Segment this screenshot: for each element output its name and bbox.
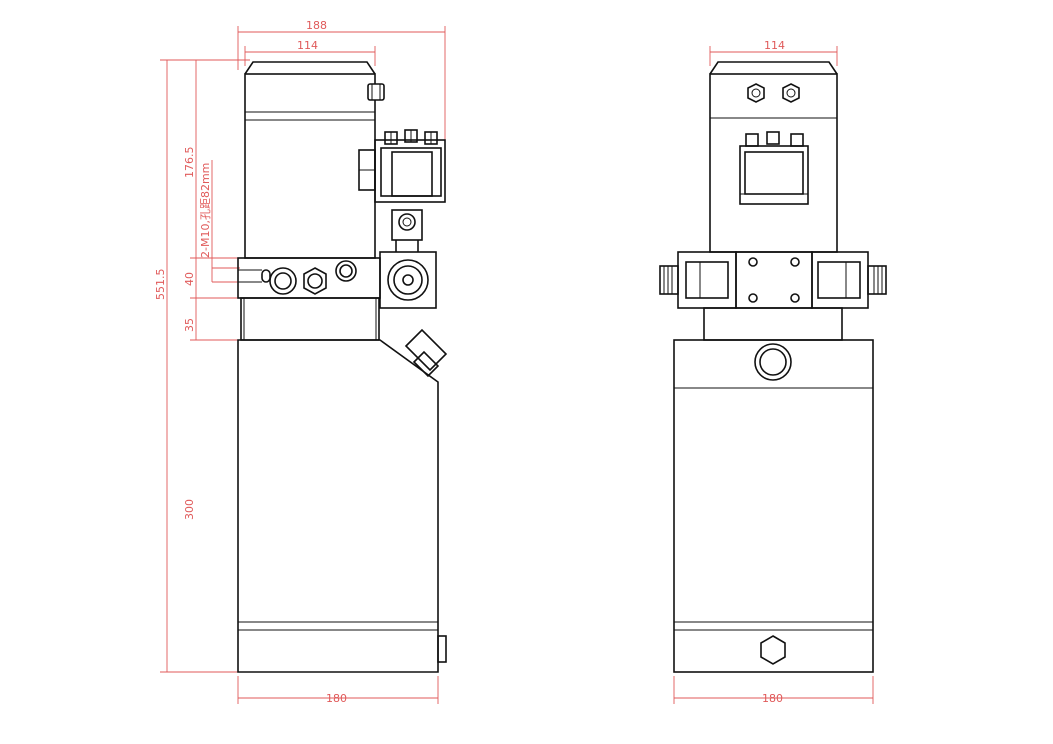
front-solenoid-relay bbox=[739, 131, 809, 205]
side-manifold-block bbox=[237, 251, 437, 309]
front-dim-tank-width: 180 bbox=[762, 692, 783, 705]
front-motor bbox=[709, 61, 838, 253]
front-view: 114 180 bbox=[659, 39, 887, 705]
side-fill-cap bbox=[404, 328, 448, 378]
side-tank bbox=[237, 339, 447, 673]
front-tank bbox=[673, 339, 874, 673]
side-motor bbox=[244, 61, 385, 259]
dim-block-height: 40 bbox=[183, 272, 196, 286]
dim-mounting-note: 2-M10,孔距82mm bbox=[199, 163, 212, 258]
dim-gap-height: 35 bbox=[183, 318, 196, 332]
front-dimension-lines bbox=[673, 46, 874, 704]
dim-overall-height: 551.5 bbox=[154, 269, 167, 301]
dim-tank-height: 300 bbox=[183, 499, 196, 520]
front-valve-block bbox=[659, 251, 887, 309]
front-pump-neck bbox=[703, 307, 843, 341]
side-view: 188 114 551.5 176.5 2-M10,孔距82mm 40 35 3… bbox=[154, 19, 448, 705]
side-solenoid-relay bbox=[358, 129, 446, 203]
dim-motor-height: 176.5 bbox=[183, 147, 196, 179]
front-dim-motor-width: 114 bbox=[764, 39, 785, 52]
dim-tank-width: 180 bbox=[326, 692, 347, 705]
side-valve-fitting bbox=[391, 209, 423, 252]
dim-overall-width: 188 bbox=[306, 19, 327, 32]
dim-motor-width: 114 bbox=[297, 39, 318, 52]
side-pump-neck bbox=[240, 297, 380, 341]
side-dimension-lines bbox=[160, 26, 446, 704]
